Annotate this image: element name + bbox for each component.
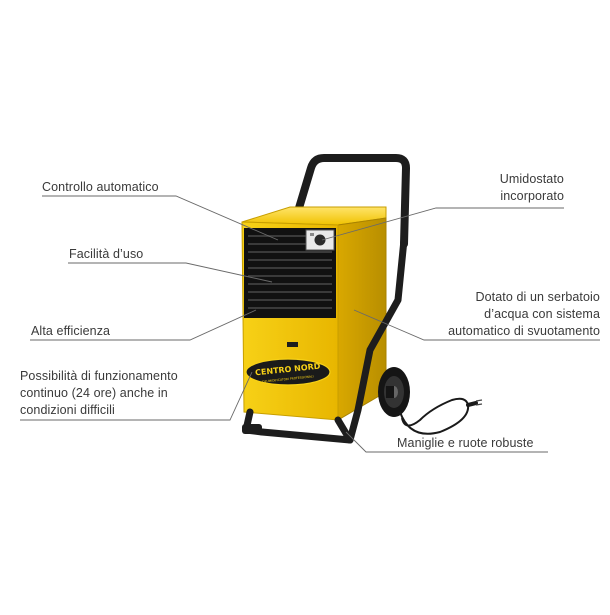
label-controllo-automatico: Controllo automatico	[42, 180, 159, 194]
leader-efficienza	[30, 309, 257, 341]
label-alta-efficienza: Alta efficienza	[31, 324, 111, 338]
power-cable	[399, 397, 483, 435]
handle-frame	[292, 154, 410, 248]
humidistat-knob	[314, 234, 326, 246]
leader-serbatoio	[353, 309, 600, 341]
leader-maniglie	[345, 431, 548, 453]
label-facilita-uso: Facilità d’uso	[69, 247, 144, 261]
label-serbatoio: Dotato di un serbatoio d’acqua con siste…	[448, 290, 600, 338]
front-slot	[287, 342, 298, 347]
front-foot	[242, 424, 262, 434]
rear-rail	[346, 236, 408, 444]
wheel	[378, 367, 410, 417]
brand-logo: CENTRO NORD DEUMIDIFICATORI PROFESSIONAL…	[245, 358, 331, 386]
leader-funzionamento	[20, 371, 253, 421]
label-funzionamento-continuo: Possibilità di funzionamento continuo (2…	[20, 369, 178, 417]
leader-controllo	[42, 195, 279, 241]
leader-facilita	[68, 262, 273, 283]
label-maniglie-ruote: Maniglie e ruote robuste	[397, 436, 534, 450]
brand-subtitle: DEUMIDIFICATORI PROFESSIONALI	[262, 374, 314, 383]
leader-lines	[20, 195, 600, 453]
control-panel	[305, 229, 335, 251]
leader-umidostato	[321, 207, 564, 241]
label-umidostato: Umidostato incorporato	[499, 172, 564, 203]
